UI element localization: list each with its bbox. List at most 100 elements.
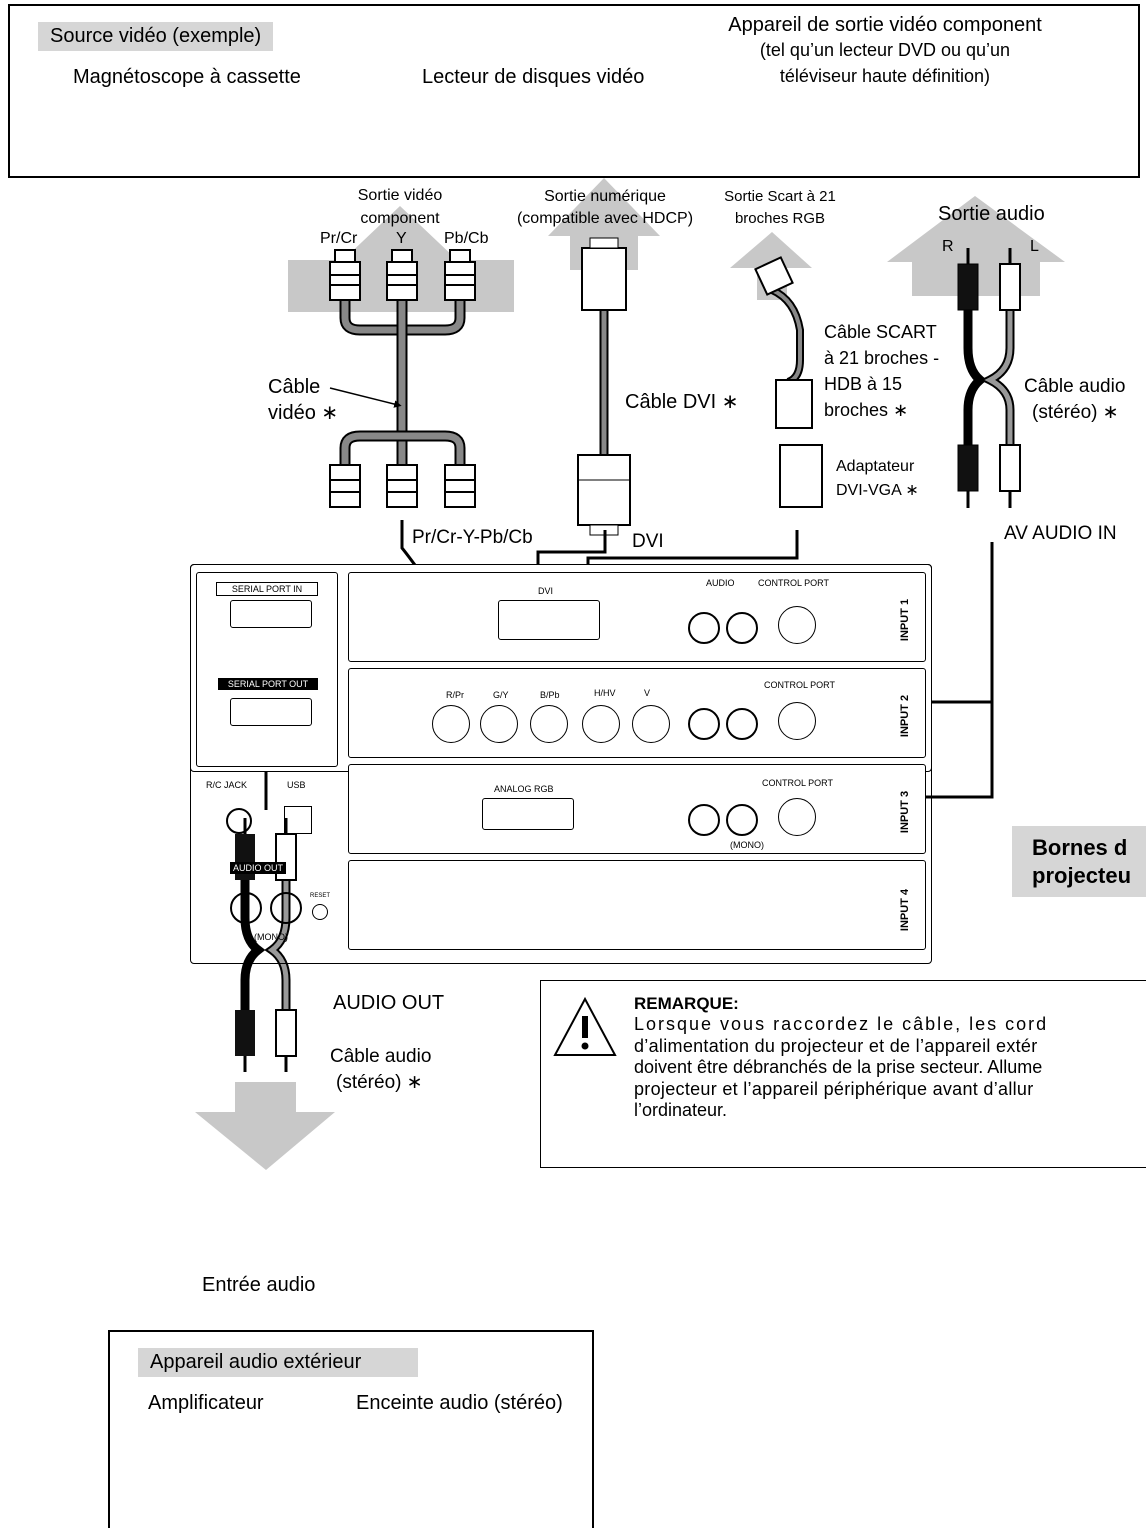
analog-rgb-port[interactable] xyxy=(482,798,574,830)
note-line-4: projecteur et l’appareil périphérique av… xyxy=(634,1078,1034,1099)
video-cable-label-1: Câble xyxy=(268,376,321,398)
input1-slot xyxy=(348,572,926,662)
dvi-cable xyxy=(577,237,631,536)
projector-terminals-label: Bornes d projecteu xyxy=(1012,826,1146,897)
dvi-cable-label: Câble DVI ∗ xyxy=(625,391,739,413)
l-label: L xyxy=(1030,238,1039,255)
dvi-in-label: DVI xyxy=(632,531,664,552)
note-line-5: l’ordinateur. xyxy=(634,1100,728,1121)
input3-control-port[interactable] xyxy=(778,798,816,836)
bornes-line-1: Bornes d xyxy=(1032,835,1128,860)
input1-audio-l[interactable] xyxy=(726,612,758,644)
input3-slot xyxy=(348,764,926,854)
disc-player-label: Lecteur de disques vidéo xyxy=(422,66,645,88)
audio-cable-top-label-2: (stéréo) ∗ xyxy=(1032,402,1119,423)
audio-cable-bottom-label-1: Câble audio xyxy=(330,1046,432,1067)
gy-label: G/Y xyxy=(493,690,509,700)
note-line-1: Lorsque vous raccordez le câble, les cor… xyxy=(634,1014,1049,1034)
usb-port[interactable] xyxy=(284,806,312,834)
video-cable-label-2: vidéo ∗ xyxy=(268,402,339,424)
note-title: REMARQUE: xyxy=(634,994,739,1013)
note-body: Lorsque vous raccordez le câble, les cor… xyxy=(634,1014,1146,1122)
note-line-3: doivent être débranchés de la prise sect… xyxy=(634,1057,1043,1078)
input3-audio-r[interactable] xyxy=(688,804,720,836)
input2-audio-l[interactable] xyxy=(726,708,758,740)
audio-out-cable-label: AUDIO OUT xyxy=(333,992,445,1014)
audio-out-r-jack[interactable] xyxy=(230,892,262,924)
adapter-label-2: DVI-VGA ∗ xyxy=(836,482,919,499)
component-device-sub2: téléviseur haute définition) xyxy=(779,66,991,86)
audio-in-label: Entrée audio xyxy=(202,1274,316,1296)
audio-out-top-label: Sortie audio xyxy=(938,203,1045,225)
vcr-label: Magnétoscope à cassette xyxy=(73,66,301,88)
pb-label: Pb/Cb xyxy=(444,230,489,247)
audio-out-port-label: AUDIO OUT xyxy=(230,862,286,874)
bpb-port[interactable] xyxy=(530,705,568,743)
scart-cable-label-3: HDB à 15 xyxy=(824,374,903,394)
dvi-port[interactable] xyxy=(498,600,600,640)
usb-label: USB xyxy=(287,780,306,790)
bornes-line-2: projecteu xyxy=(1032,862,1132,888)
r-label: R xyxy=(942,238,954,255)
component-in-label: Pr/Cr-Y-Pb/Cb xyxy=(412,527,533,548)
audio-cable-bottom xyxy=(235,818,297,1072)
input1-control-label: CONTROL PORT xyxy=(758,578,830,588)
v-port[interactable] xyxy=(632,705,670,743)
speaker-label: Enceinte audio (stéréo) xyxy=(356,1392,563,1414)
audio-cable-top xyxy=(957,248,1021,508)
dvi-out-arrow xyxy=(548,178,660,270)
input3-audio-l[interactable] xyxy=(726,804,758,836)
dvi-port-label: DVI xyxy=(538,586,554,596)
serial-out-label: SERIAL PORT OUT xyxy=(218,678,318,690)
digital-out-label-2: (compatible avec HDCP) xyxy=(516,210,694,227)
scart-out-label-1: Sortie Scart à 21 xyxy=(724,188,836,205)
input3-control-label: CONTROL PORT xyxy=(762,778,834,788)
left-io-column xyxy=(196,572,338,767)
input1-audio-r[interactable] xyxy=(688,612,720,644)
component-cable xyxy=(329,249,476,508)
input3-mono-label: (MONO) xyxy=(730,840,764,850)
hhv-port[interactable] xyxy=(582,705,620,743)
bpb-label: B/Pb xyxy=(540,690,560,700)
audio-out-l-jack[interactable] xyxy=(270,892,302,924)
audio-cable-bottom-label-2: (stéréo) ∗ xyxy=(336,1072,423,1093)
component-device-sub1: (tel qu’un lecteur DVD ou qu’un xyxy=(759,40,1011,60)
scart-out-label-2: broches RGB xyxy=(734,210,826,227)
serial-in-port[interactable] xyxy=(230,600,312,628)
input1-audio-label: AUDIO xyxy=(706,578,735,588)
warning-icon xyxy=(553,996,617,1056)
audio-out-mono-label: (MONO) xyxy=(254,932,288,942)
rc-jack-port[interactable] xyxy=(226,808,252,834)
gy-port[interactable] xyxy=(480,705,518,743)
hhv-label: H/HV xyxy=(594,688,616,698)
input4-slot xyxy=(348,860,926,950)
rc-jack-label: R/C JACK xyxy=(206,780,248,790)
rpr-port[interactable] xyxy=(432,705,470,743)
scart-cable-label-4: broches ∗ xyxy=(824,400,909,420)
digital-out-label-1: Sortie numérique xyxy=(544,188,666,205)
input2-audio-r[interactable] xyxy=(688,708,720,740)
av-audio-in-label: AV AUDIO IN xyxy=(1004,523,1117,544)
y-label: Y xyxy=(396,230,407,247)
source-tag: Source vidéo (exemple) xyxy=(38,22,274,51)
rpr-label: R/Pr xyxy=(446,690,464,700)
projector-outline xyxy=(190,564,932,964)
input2-control-label: CONTROL PORT xyxy=(764,680,836,690)
input2-control-port[interactable] xyxy=(778,702,816,740)
input1-control-port[interactable] xyxy=(778,606,816,644)
scart-cable xyxy=(754,256,823,508)
serial-in-label: SERIAL PORT IN xyxy=(216,582,318,596)
component-out-label-1: Sortie vidéo xyxy=(357,187,443,204)
reset-label: RESET xyxy=(310,893,331,899)
note-line-2: d’alimentation du projecteur et de l’app… xyxy=(634,1035,1038,1056)
serial-out-port[interactable] xyxy=(230,698,312,726)
reset-button[interactable] xyxy=(312,904,328,920)
component-device-title: Appareil de sortie vidéo component xyxy=(728,14,1042,36)
scart-cable-label-2: à 21 broches - xyxy=(824,348,940,368)
component-out-label-2: component xyxy=(360,210,440,227)
amplifier-label: Amplificateur xyxy=(148,1392,264,1414)
adapter-label-1: Adaptateur xyxy=(836,458,915,475)
audio-cable-top-label-1: Câble audio xyxy=(1024,376,1126,397)
v-label: V xyxy=(644,688,651,698)
note-box xyxy=(540,980,1146,1168)
